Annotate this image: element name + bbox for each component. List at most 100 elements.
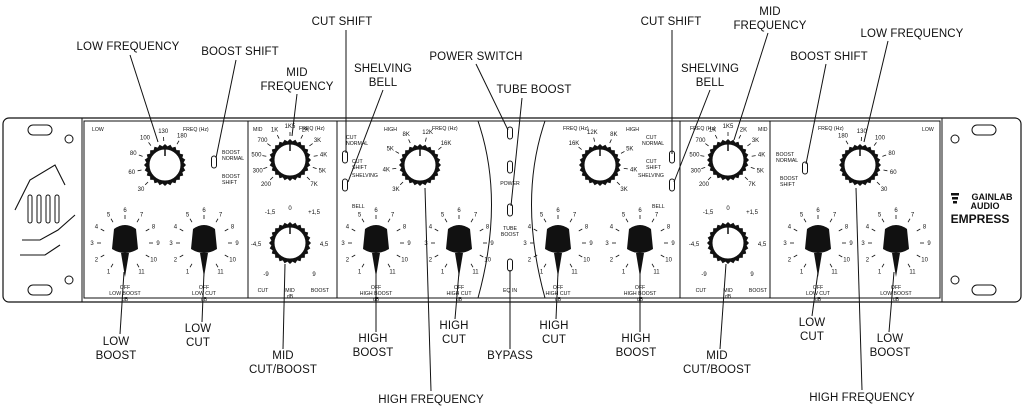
knob-body (112, 225, 138, 253)
scale-tick (148, 142, 152, 146)
scale-tick (267, 143, 271, 147)
freq-scale-label: 7K (748, 182, 755, 188)
gain-scale-label: 7 (833, 212, 837, 218)
knob-body (883, 225, 909, 253)
scale-tick (263, 167, 268, 170)
scale-tick (533, 254, 538, 258)
leader-line (863, 40, 889, 143)
scale-tick (215, 218, 219, 223)
freq-scale-label: 180 (838, 134, 849, 140)
scale-tick (145, 228, 150, 232)
callout-bypass: BYPASS (487, 350, 533, 362)
callout-low-frequency-left: LOW FREQUENCY (77, 41, 180, 53)
scale-tick (408, 139, 411, 144)
freq-scale-label: 300 (253, 169, 264, 175)
leader-line (454, 271, 460, 320)
cut-label: CUT (696, 288, 707, 294)
gain-scale-label: 2 (95, 258, 99, 264)
callout-mid-frequency-left-1: MID (286, 67, 307, 79)
gain-scale-label: 8 (231, 225, 235, 231)
scale-tick (176, 140, 180, 145)
gain-scale-label: 4 (95, 225, 99, 231)
gain-scale-label: 9 (849, 241, 853, 247)
db-label: dB (287, 294, 294, 300)
scale-tick (569, 218, 573, 223)
scale-tick (189, 263, 193, 268)
mid-gain-label: -1,5 (265, 210, 276, 216)
scale-tick (803, 218, 807, 223)
boost-normal-1: BOOST (776, 152, 795, 158)
low-cut-knob-left (191, 225, 217, 277)
gain-scale-label: 4 (346, 225, 350, 231)
gain-name-label: LOW BOOST (109, 291, 141, 297)
knob-pointer (892, 253, 900, 277)
bell-label: BELL (652, 204, 665, 210)
shelving-label: SHELVING (352, 173, 378, 179)
scale-tick (578, 228, 583, 232)
scale-tick (470, 218, 474, 223)
tube-boost-label: BOOST (501, 232, 520, 238)
gain-scale-label: 8 (923, 225, 927, 231)
off-label: OFF (371, 285, 381, 291)
brand-model: EMPRESS (951, 212, 1010, 226)
gain-scale-label: 3 (169, 241, 173, 247)
low-cut-knob-right-scale (790, 215, 846, 268)
knob-pointer (121, 253, 129, 277)
low-boost-knob-left-scale (97, 215, 153, 268)
freq-scale-label: 80 (130, 151, 137, 157)
ear-decoration-bar (36, 194, 42, 224)
gain-scale-label: 6 (457, 208, 461, 214)
freq-scale-label: 2K (302, 128, 309, 134)
knob-pointer (554, 253, 562, 277)
gain-scale-label: 9 (490, 241, 494, 247)
callout-boost-shift-left: BOOST SHIFT (201, 46, 279, 58)
gain-name-label: HIGH CUT (545, 291, 571, 297)
high-boost-knob-left (363, 225, 389, 277)
boost-label: BOOST (749, 288, 768, 294)
scale-tick (578, 254, 583, 258)
boost-shift-2: SHIFT (780, 182, 796, 188)
gain-name-label: HIGH BOOST (624, 291, 657, 297)
callout-mid-cutboost-right-2: CUT/BOOST (683, 364, 751, 376)
low-boost-knob-right-scale (868, 215, 924, 268)
mid-gain-label: 4,5 (320, 242, 329, 248)
section-label-mid-right: MID (758, 127, 768, 133)
scale-tick (395, 151, 400, 154)
section-label-low-right: LOW (922, 127, 934, 133)
knob-pointer (372, 253, 380, 277)
scale-tick (829, 218, 833, 223)
toggle-body (507, 160, 513, 174)
gain-scale-label: 5 (107, 212, 111, 218)
mid-gain-label: +1,5 (308, 210, 321, 216)
callout-low-cut-left-2: CUT (186, 337, 210, 349)
scale-tick (838, 228, 843, 232)
cut-shift-2: SHIFT (646, 165, 662, 171)
gain-scale-label: 2 (429, 258, 433, 264)
scale-tick (136, 263, 140, 268)
scale-tick (651, 263, 655, 268)
scale-tick (179, 254, 184, 258)
gain-scale-label: 3 (861, 241, 865, 247)
freq-hz-label: FREQ (Hz) (432, 126, 458, 132)
brand-icon-bar (953, 201, 957, 204)
scale-tick (438, 146, 442, 150)
cut-normal-2: NORMAL (346, 141, 368, 147)
cut-shift-1: CUT (646, 159, 657, 165)
scale-tick (616, 181, 621, 186)
callout-cut-shift-left: CUT SHIFT (312, 16, 373, 28)
screw-hole (64, 134, 74, 144)
scale-tick (399, 181, 404, 186)
cut-label: CUT (258, 288, 269, 294)
scale-tick (138, 154, 143, 157)
brand-audio: AUDIO (971, 201, 1000, 211)
gain-scale-label: 7 (219, 212, 223, 218)
cut-normal-1: CUT (346, 135, 357, 141)
cut-shift-2: SHIFT (352, 165, 368, 171)
freq-scale-label: 12K (422, 130, 433, 136)
gain-scale-label: 10 (921, 258, 928, 264)
shelving-toggle-right (669, 178, 675, 192)
freq-scale-label: 4K (630, 168, 637, 174)
gain-scale-label: 11 (653, 270, 660, 276)
scale-tick (312, 167, 317, 170)
gain-scale-label: 9 (235, 241, 239, 247)
